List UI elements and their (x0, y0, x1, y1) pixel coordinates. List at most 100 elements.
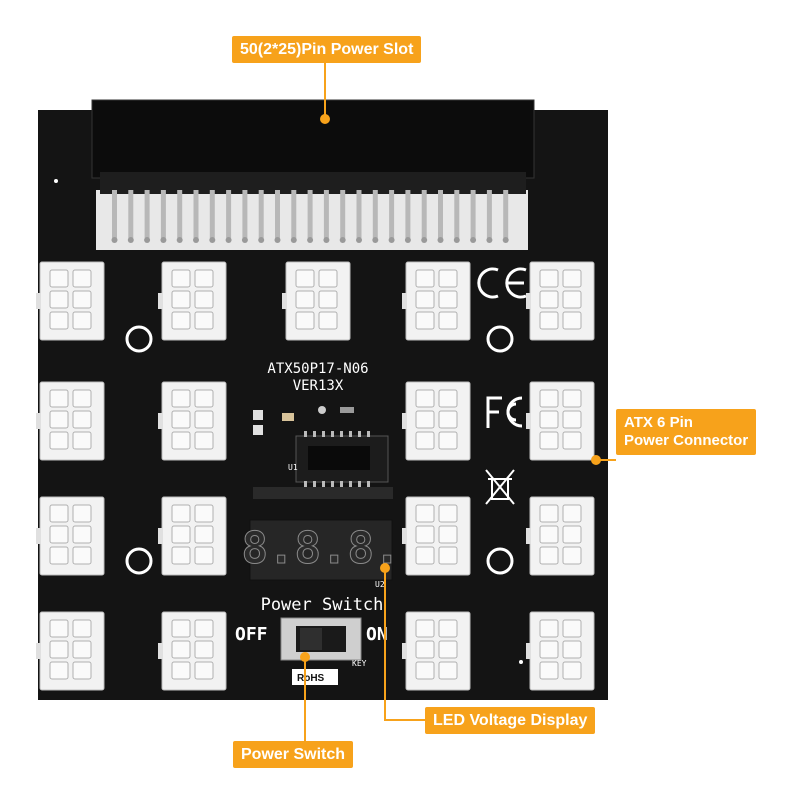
board-version: VER13X (293, 378, 344, 394)
slot-pin-pad (274, 237, 281, 243)
slot-pin-pad (470, 237, 477, 243)
chip-leg (358, 481, 361, 487)
chip-legs (304, 431, 370, 487)
slot-pin (307, 190, 313, 238)
slot-pin (486, 190, 492, 238)
slot-pin-pad (404, 237, 411, 243)
slot-pin (356, 190, 362, 238)
slot-pin-pad (111, 237, 118, 243)
atx-6pin-connector (36, 496, 105, 576)
chip-leg (322, 481, 325, 487)
chip-leg (367, 431, 370, 437)
atx-6pin-connector (158, 261, 227, 341)
atx-6pin-connector (158, 381, 227, 461)
slot-pin (128, 190, 134, 238)
slot-pins (111, 190, 509, 243)
smd-components (253, 406, 393, 499)
atx-6pin-connector (36, 261, 105, 341)
weee-bin-icon (485, 469, 515, 505)
leader-lines (300, 62, 616, 741)
led-display: 8.8.8. (241, 519, 401, 581)
chip-leg (313, 481, 316, 487)
slot-pin-pad (193, 237, 199, 243)
atx-callout-line1: ATX 6 Pin (624, 414, 693, 431)
atx-6pin-connector (402, 261, 471, 341)
slot-pin-pad (339, 237, 346, 243)
chip-leg (349, 481, 352, 487)
slot-pin-pad (356, 237, 362, 243)
atx-6pin-connector (402, 496, 471, 576)
led-display-callout: LED Voltage Display (425, 707, 596, 734)
atx-6pin-connector (36, 611, 105, 691)
atx-6pin-connector (526, 261, 595, 341)
slot-pin (372, 190, 378, 238)
slot-pin-pad (307, 237, 314, 243)
chip-leg (349, 431, 352, 437)
rohs-label (292, 669, 338, 685)
slot-pin (291, 190, 297, 238)
switch-key-label: KEY (352, 659, 367, 668)
switch-on-label: ON (366, 624, 388, 645)
slot-pin-pad (176, 237, 183, 243)
display-digits: 8.8.8. (242, 523, 401, 574)
slot-pin (470, 190, 476, 238)
atx-connectors (36, 261, 595, 691)
slot-pin-pad (421, 237, 428, 243)
slot-pin-pad (144, 237, 151, 243)
slot-pin (503, 190, 509, 238)
chip-leg (304, 481, 307, 487)
chip-leg (322, 431, 325, 437)
atx-6pin-connector (36, 381, 105, 461)
fiducial-mark (519, 660, 523, 664)
slot-pin (275, 190, 280, 238)
slot-pin-pad (258, 237, 265, 243)
slot-pin-pad (388, 237, 395, 243)
slot-pin (421, 190, 427, 238)
slot-pin (258, 190, 264, 238)
chip-leg (313, 431, 316, 437)
atx-6pin-connector (526, 611, 595, 691)
slot-pin-pad (290, 237, 297, 243)
display-ref: U2 (375, 580, 385, 589)
chip-leg (358, 431, 361, 437)
slot-pin (193, 190, 199, 238)
slot-pin-pad (323, 237, 330, 243)
slot-pin-pad (241, 237, 248, 243)
switch-title: Power Switch (261, 595, 384, 615)
power-switch[interactable] (280, 617, 362, 661)
fiducial-mark (54, 179, 58, 183)
slot-pin (112, 190, 117, 238)
chip-leg (304, 431, 307, 437)
power-switch-callout: Power Switch (233, 741, 354, 768)
slot-pin-pad (486, 237, 493, 243)
slot-pin (160, 190, 166, 238)
slot-pin (405, 190, 411, 238)
chip-leg (340, 431, 343, 437)
power-slot-callout: 50(2*25)Pin Power Slot (232, 36, 422, 63)
atx-6pin-connector (526, 381, 595, 461)
slot-pin-pad (160, 237, 167, 243)
slot-pin-pad (225, 237, 232, 243)
board-model: ATX50P17-N06 (267, 361, 368, 377)
atx-connector-callout: ATX 6 Pin Power Connector (616, 409, 757, 455)
ce-mark (477, 267, 527, 299)
slot-pin (389, 190, 395, 238)
slot-pin-pad (127, 237, 134, 243)
chip-leg (340, 481, 343, 487)
atx-6pin-connector (158, 496, 227, 576)
chip-ref: U1 (288, 463, 298, 472)
fc-mark (486, 396, 523, 428)
rohs-text: RoHS (297, 673, 325, 684)
atx-6pin-connector (402, 611, 471, 691)
slot-pin-pad (209, 237, 216, 243)
atx-callout-line2: Power Connector (624, 432, 749, 449)
slot-pin (323, 190, 329, 238)
slot-pin-pad (437, 237, 444, 243)
slot-pin (144, 190, 150, 238)
slot-pin (340, 190, 346, 238)
slot-pin-pad (372, 237, 379, 243)
atx-6pin-connector (282, 261, 351, 341)
chip-leg (331, 431, 334, 437)
slot-pin (226, 190, 232, 238)
